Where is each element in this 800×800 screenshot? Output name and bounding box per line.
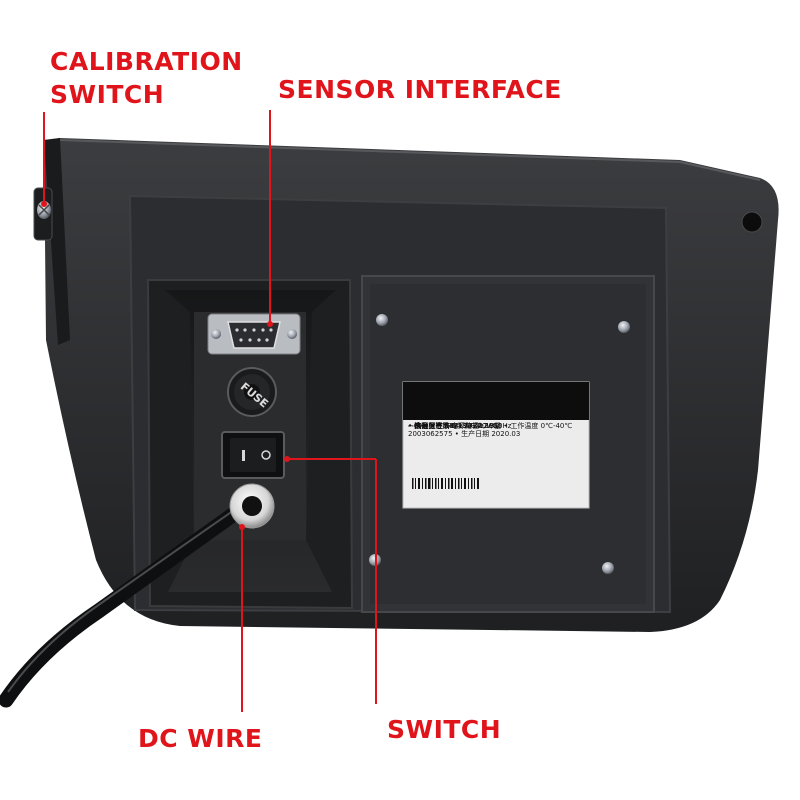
nameplate-row: ⎓6V — [408, 422, 423, 430]
power-rocker-switch[interactable] — [221, 431, 285, 479]
calibration-callout-line1: CALIBRATION — [50, 47, 243, 76]
calibration-switch-screw[interactable] — [37, 201, 51, 219]
fuse-holder[interactable] — [227, 367, 277, 417]
sensor-interface-callout: SENSOR INTERFACE — [278, 75, 562, 104]
callout-leaders — [41, 110, 377, 712]
plate-screw-bottom-right — [602, 562, 614, 574]
barcode — [412, 478, 479, 489]
sensor-interface-connector[interactable] — [207, 313, 301, 355]
dc-wire-gland — [229, 483, 275, 529]
nameplate-header-bar — [403, 382, 589, 420]
dc-wire-callout: DC WIRE — [138, 724, 263, 753]
dc-cable — [0, 498, 253, 708]
housing-rim — [59, 139, 761, 181]
nameplate-row: • 产品型号 XK3190-A12+E — [408, 422, 499, 430]
nameplate-row: • 编号 • 工作电源 ~220V/50Hz — [408, 422, 512, 430]
calibration-switch-callout: CALIBRATION SWITCH — [50, 45, 243, 111]
mounting-hole-right — [741, 211, 763, 233]
nameplate-row: 2003062575 • 生产日期 2020.03 — [408, 430, 521, 438]
nameplate-row: • 准确度等级 Ⅲ • 路径k,13星 — [408, 422, 502, 430]
nameplate-row: • 执行标准 GB/T 7724-2008 • 工作温度 0℃-40℃ — [408, 422, 573, 430]
plate-screw-top-right — [618, 321, 630, 333]
plate-screw-top-left — [376, 314, 388, 326]
dc-cable-highlight — [7, 505, 241, 693]
connector-insert — [194, 312, 306, 540]
calibration-callout-line2: SWITCH — [50, 80, 165, 109]
switch-callout: SWITCH — [387, 715, 502, 744]
nameplate-row: • 检定分度数 n=3000 — [408, 422, 480, 430]
